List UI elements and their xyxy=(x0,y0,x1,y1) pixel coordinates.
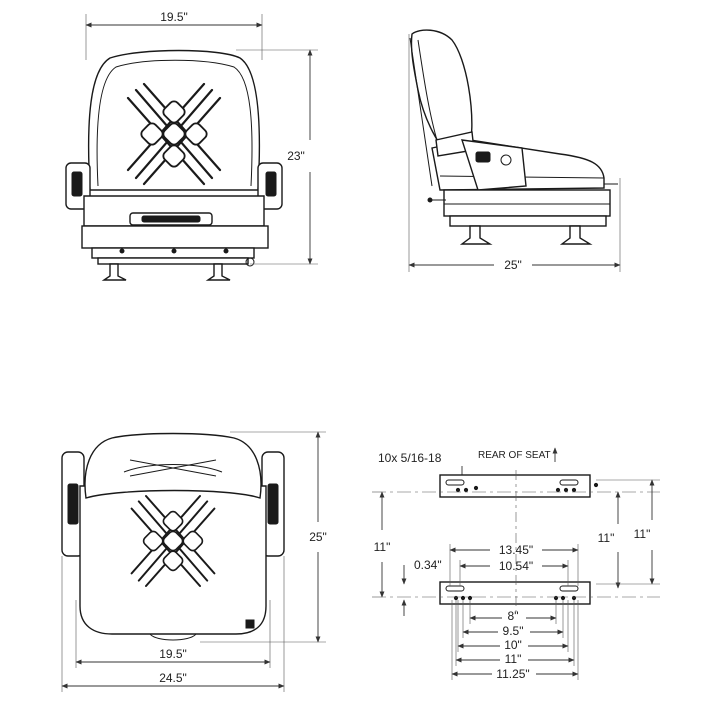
front-rail xyxy=(439,581,591,605)
right-inner-spacing-label: 11" xyxy=(598,531,615,545)
right-outer-spacing-label: 11" xyxy=(634,527,651,541)
width-95-label: 9.5" xyxy=(503,624,524,638)
width-11-label: 11" xyxy=(505,652,522,666)
top-outer-width-label: 24.5" xyxy=(159,671,187,685)
slot-offset-label: 0.34" xyxy=(414,558,442,572)
front-width-label: 19.5" xyxy=(160,10,188,24)
top-depth-label: 25" xyxy=(309,530,327,544)
side-depth-label: 25" xyxy=(504,258,522,272)
top-backrest xyxy=(84,432,262,499)
mount-pattern: 10x 5/16-18 REAR OF SEAT 11" 11" xyxy=(372,447,660,681)
top-inner-width-label: 19.5" xyxy=(159,647,187,661)
width-8-label: 8" xyxy=(508,609,519,623)
side-base xyxy=(443,189,611,217)
bolt-spec-label: 10x 5/16-18 xyxy=(378,451,442,465)
front-base xyxy=(81,225,269,249)
side-view: 25" xyxy=(408,29,621,272)
front-view: 19.5" 23" xyxy=(65,10,318,281)
width-10-label: 10" xyxy=(504,638,522,652)
width-1125-label: 11.25" xyxy=(496,667,529,681)
top-view: 19.5" 24.5" 25" xyxy=(61,431,327,692)
width-1345-label: 13.45" xyxy=(499,543,533,557)
width-1054-label: 10.54" xyxy=(499,559,533,573)
left-spacing-label: 11" xyxy=(374,540,391,554)
rear-of-seat-label: REAR OF SEAT xyxy=(478,450,551,461)
rear-rail xyxy=(439,474,591,498)
front-height-label: 23" xyxy=(287,149,305,163)
